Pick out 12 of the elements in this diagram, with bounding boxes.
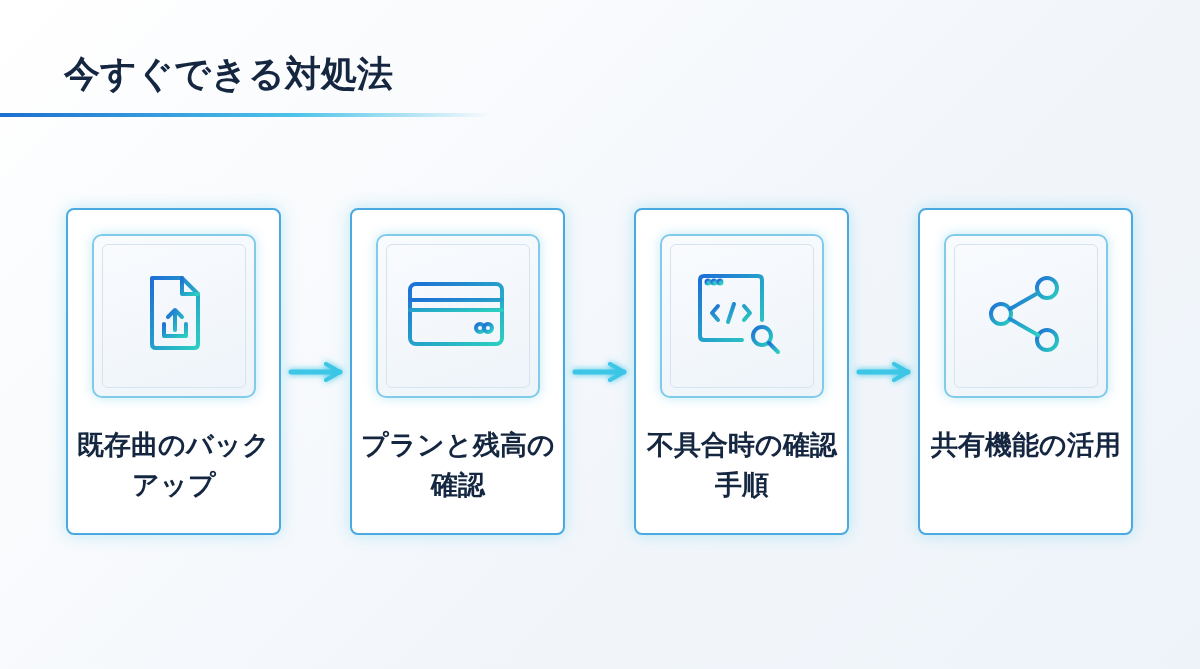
step-label: 既存曲のバックアップ (76, 428, 271, 502)
arrow (856, 362, 911, 382)
arrow (288, 362, 343, 382)
step-card (918, 208, 1133, 535)
step-label: 不具合時の確認手順 (645, 428, 839, 502)
title: 今すぐできる対処法 (64, 52, 393, 96)
step-label: 共有機能の活用 (929, 428, 1122, 462)
step-card (634, 208, 849, 535)
step-card (350, 208, 565, 535)
step-card (66, 208, 281, 535)
arrow (572, 362, 627, 382)
step-label: プランと残高の確認 (360, 428, 555, 502)
